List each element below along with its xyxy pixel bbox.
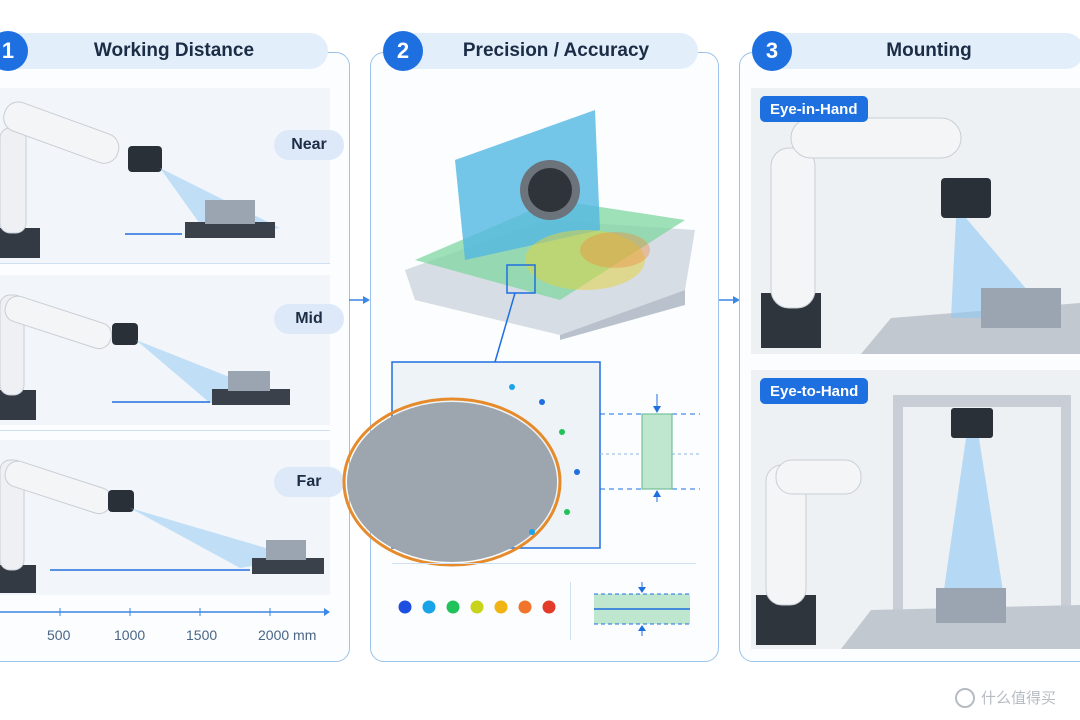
legend-color-dot <box>398 600 412 614</box>
eye-to-hand-label: Eye-to-Hand <box>760 378 869 404</box>
axis-tick-label: 500 <box>47 627 71 643</box>
legend-color-dot <box>470 600 484 614</box>
flow-arrow-icon <box>719 296 740 304</box>
axis-tick-label: 1000 <box>114 627 146 643</box>
divider <box>0 430 330 431</box>
divider <box>392 563 696 564</box>
panel-1-number-badge: 1 <box>0 31 28 71</box>
robot-mid-illustration <box>0 275 330 425</box>
legend-color-dot <box>422 600 436 614</box>
eye-in-hand-illustration <box>751 88 1080 354</box>
watermark-text: 什么值得买 <box>981 689 1057 707</box>
axis-tick-label: 2000 mm <box>258 627 317 643</box>
tolerance-band-diagram <box>600 394 700 502</box>
robot-far-illustration <box>0 440 330 595</box>
eye-to-hand-illustration <box>751 370 1080 649</box>
panel-3-number-badge: 3 <box>752 31 792 71</box>
distance-axis <box>0 608 330 616</box>
legend-color-dot <box>518 600 532 614</box>
legend-color-dot <box>446 600 460 614</box>
color-scale-legend <box>398 600 556 614</box>
legend-color-dot <box>542 600 556 614</box>
watermark-logo-icon <box>955 687 975 708</box>
eye-in-hand-label: Eye-in-Hand <box>760 96 868 122</box>
divider <box>570 582 571 640</box>
divider <box>0 263 330 264</box>
distance-label-far: Far <box>274 467 344 497</box>
panel-3-header: Mounting <box>754 33 1080 69</box>
panel-2-number-badge: 2 <box>383 31 423 71</box>
tolerance-legend-diagram <box>594 582 690 636</box>
axis-tick-label: 1500 <box>186 627 218 643</box>
distance-label-near: Near <box>274 130 344 160</box>
robot-near-illustration <box>0 88 330 263</box>
legend-color-dot <box>494 600 508 614</box>
panel-2-header: Precision / Accuracy <box>384 33 698 69</box>
distance-label-mid: Mid <box>274 304 344 334</box>
panel-3-title: Mounting <box>886 40 972 61</box>
watermark: 什么值得买 <box>955 687 1056 708</box>
panel-2-title: Precision / Accuracy <box>462 40 650 61</box>
point-cloud-part-illustration <box>405 110 695 363</box>
panel-1-header: Working Distance <box>0 33 328 69</box>
panel-1-title: Working Distance <box>93 40 255 61</box>
zoomed-edge-inset <box>342 361 601 567</box>
flow-arrow-icon <box>349 296 370 304</box>
